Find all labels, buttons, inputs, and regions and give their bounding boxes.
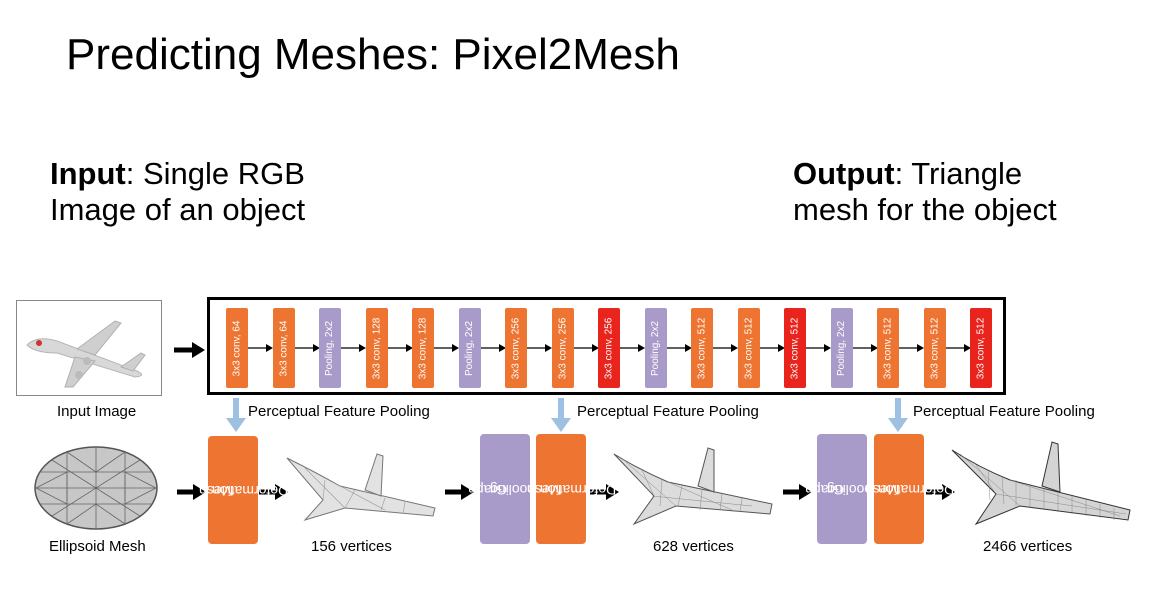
layer-label: Pooling, 2x2 [650,320,662,376]
mesh-628-icon [613,447,773,526]
layer-block-5: 3x3 conv, 128 [412,308,434,388]
input-description: Input: Single RGB Image of an object [50,156,370,228]
layer-label: 3x3 conv, 512 [696,317,708,379]
layer-block-2: 3x3 conv, 64 [272,308,295,388]
output-text-line2: mesh for the object [793,192,1057,227]
input-image-label: Input Image [57,403,137,420]
layer-block-9: 3x3 conv, 256 [598,308,620,388]
mesh-deformation-label: Deformation [877,481,955,498]
pooling-label-2: Perceptual Feature Pooling [577,403,759,420]
ellipsoid-label: Ellipsoid Mesh [49,538,146,555]
input-heading: Input [50,156,126,191]
layer-arrow-icon [387,344,413,352]
layer-arrow-icon [527,344,552,352]
layer-arrow-icon [852,344,878,352]
layer-block-15: 3x3 conv, 512 [877,308,899,388]
layer-label: 3x3 conv, 512 [743,317,754,379]
layer-label: 3x3 conv, 256 [557,317,568,379]
layer-label: 3x3 conv, 256 [603,317,615,379]
arrow-icon [445,484,474,500]
layer-label: 3x3 conv, 512 [929,317,940,379]
layer-label: 3x3 conv, 256 [510,317,522,379]
ellipsoid-mesh-icon [34,446,158,530]
layer-label: Pooling, 2x2 [464,320,476,376]
layer-block-8: 3x3 conv, 256 [551,308,574,388]
arrow-to-network-icon [174,342,205,358]
airplane-photo-icon [26,320,146,388]
layer-block-16: 3x3 conv, 512 [923,308,946,388]
arrow-icon [177,484,206,500]
layer-label: Pooling, 2x2 [836,320,848,376]
layer-block-11: 3x3 conv, 512 [691,308,713,388]
mesh-deformation-label: Deformation [539,481,617,498]
layer-block-14: Pooling, 2x2 [830,308,853,388]
layer-block-10: Pooling, 2x2 [644,308,667,388]
slide-title: Predicting Meshes: Pixel2Mesh [66,30,680,79]
arrow-icon [926,484,955,500]
layer-block-6: Pooling, 2x2 [458,308,481,388]
layer-label: 3x3 conv, 64 [231,320,243,376]
layer-arrow-icon [899,344,924,352]
layer-block-3: Pooling, 2x2 [319,308,341,388]
output-text: : Triangle [894,156,1023,191]
pooling-arrow-3-icon [888,398,908,432]
layer-arrow-icon [434,344,459,352]
layer-arrow-icon [666,344,692,352]
stage-label-3: 2466 vertices [983,538,1073,555]
layer-arrow-icon [945,344,971,352]
stage-label-2: 628 vertices [653,538,734,555]
layer-label: Pooling, 2x2 [324,320,336,376]
layer-arrow-icon [248,344,273,352]
input-text-line2: Image of an object [50,192,306,227]
layer-arrow-icon [341,344,366,352]
mesh-156-icon [286,453,436,521]
input-image [16,300,162,396]
pooling-label-1: Perceptual Feature Pooling [248,403,430,420]
layer-label: 3x3 conv, 512 [975,317,987,379]
layer-block-4: 3x3 conv, 128 [365,308,388,388]
output-description: Output: Triangle mesh for the object [793,156,1113,228]
stage-label-1: 156 vertices [311,538,392,555]
layer-arrow-icon [806,344,831,352]
layer-label: 3x3 conv, 512 [789,317,801,379]
mesh-deformation-label: Deformation [211,482,289,499]
arrow-icon [590,484,619,500]
layer-block-17: 3x3 conv, 512 [970,308,992,388]
pooling-arrow-2-icon [551,398,571,432]
arrow-icon [259,484,288,500]
layer-label: 3x3 conv, 64 [278,320,289,376]
layer-arrow-icon [759,344,785,352]
layer-arrow-icon [713,344,738,352]
layer-arrow-icon [573,344,599,352]
cnn-encoder: 3x3 conv, 64 3x3 conv, 64 Pooling, 2x2 3x3 … [207,297,1006,395]
layer-block-1: 3x3 conv, 64 [226,308,248,388]
layer-arrow-icon [294,344,320,352]
layer-arrow-icon [480,344,506,352]
layer-block-13: 3x3 conv, 512 [784,308,806,388]
layer-block-7: 3x3 conv, 256 [505,308,527,388]
output-heading: Output [793,156,895,191]
layer-label: 3x3 conv, 128 [417,317,429,379]
layer-label: 3x3 conv, 512 [882,317,894,379]
layer-label: 3x3 conv, 128 [371,317,382,379]
layer-block-12: 3x3 conv, 512 [737,308,760,388]
layer-arrow-icon [620,344,645,352]
input-text: : Single RGB [125,156,305,191]
mesh-2466-icon [951,441,1131,526]
pooling-arrow-1-icon [226,398,246,432]
pooling-label-3: Perceptual Feature Pooling [913,403,1095,420]
arrow-icon [783,484,812,500]
